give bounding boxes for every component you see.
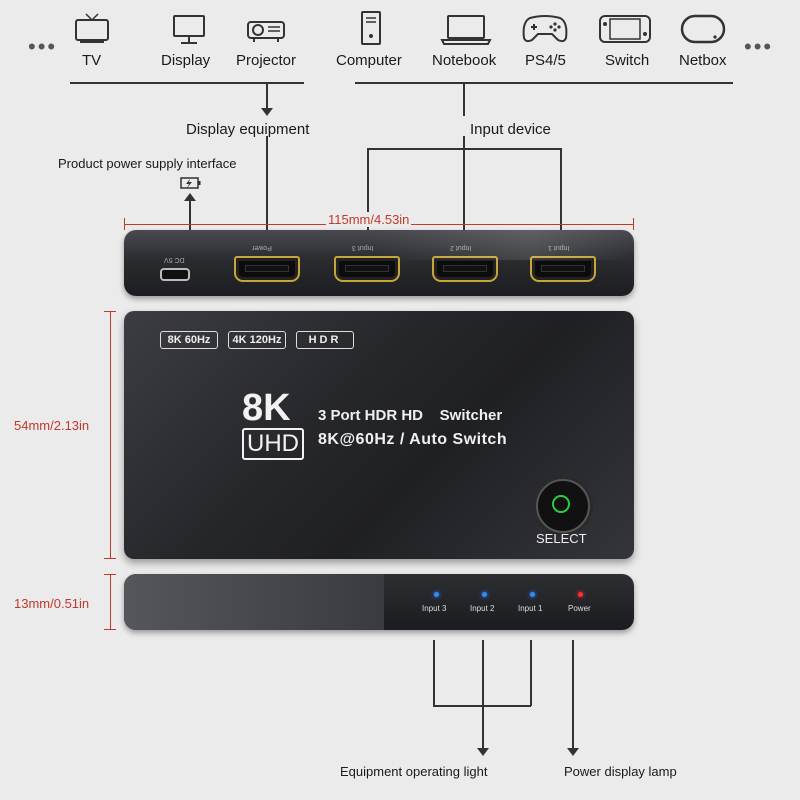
led-label-input3: Input 3 bbox=[422, 604, 447, 613]
battery-charging-icon bbox=[180, 177, 201, 189]
tv-icon bbox=[75, 13, 109, 43]
led-power bbox=[578, 592, 583, 597]
height-dimension-line bbox=[110, 311, 111, 559]
dc-power-port bbox=[160, 268, 190, 281]
led-label-input2: Input 2 bbox=[470, 604, 495, 613]
input-device-label: Input device bbox=[470, 121, 551, 138]
operating-light-bracket-left bbox=[433, 640, 435, 706]
display-equipment-label: Display equipment bbox=[186, 121, 310, 138]
depth-dimension-tick-top bbox=[104, 574, 116, 575]
product-subtitle: 8K@60Hz / Auto Switch bbox=[318, 431, 508, 448]
power-lamp-lead bbox=[572, 640, 574, 750]
display-group-connector bbox=[266, 82, 268, 112]
select-button[interactable] bbox=[536, 479, 590, 533]
handheld-console-icon bbox=[599, 15, 651, 43]
device-label-notebook: Notebook bbox=[432, 52, 497, 69]
badge-8k60: 8K 60Hz bbox=[160, 331, 218, 349]
arrow-down-icon bbox=[477, 748, 489, 756]
decorative-dots-left: ••• bbox=[28, 34, 58, 59]
power-lamp-label: Power display lamp bbox=[564, 764, 677, 779]
hdmi-port-input3 bbox=[334, 256, 400, 282]
device-label-computer: Computer bbox=[336, 52, 402, 69]
computer-tower-icon bbox=[361, 11, 381, 45]
operating-light-bracket-right bbox=[530, 640, 532, 706]
select-label: SELECT bbox=[536, 531, 587, 546]
device-label-tv: TV bbox=[82, 52, 102, 69]
led-input3 bbox=[434, 592, 439, 597]
projector-icon bbox=[247, 21, 285, 42]
device-label-netbox: Netbox bbox=[679, 52, 727, 69]
netbox-icon bbox=[680, 14, 726, 44]
side-panel: Input 3 Input 2 Input 1 Power bbox=[124, 574, 634, 630]
led-input1 bbox=[530, 592, 535, 597]
hdmi-port-input2 bbox=[432, 256, 498, 282]
arrow-down-icon bbox=[261, 108, 273, 116]
device-label-switch: Switch bbox=[605, 52, 650, 69]
depth-dimension-line bbox=[110, 574, 111, 630]
display-group-bracket bbox=[70, 82, 304, 84]
power-interface-label: Product power supply interface bbox=[58, 156, 237, 171]
gamepad-icon bbox=[522, 15, 568, 43]
input-group-connector bbox=[463, 82, 465, 116]
product-title: 3 Port HDR HD Switcher bbox=[318, 407, 503, 424]
height-dimension-label: 54mm/2.13in bbox=[12, 418, 92, 433]
input1-lead bbox=[560, 148, 562, 246]
badge-4k120: 4K 120Hz bbox=[228, 331, 286, 349]
dc-port-label: DC 5V bbox=[164, 256, 185, 263]
input2-lead bbox=[463, 148, 465, 246]
width-dimension-tick-left bbox=[124, 218, 125, 230]
input-group-bracket bbox=[355, 82, 733, 84]
hdmi-port-power bbox=[234, 256, 300, 282]
device-label-display: Display bbox=[161, 52, 211, 69]
logo-8k: 8K bbox=[242, 387, 291, 429]
decorative-dots-right: ••• bbox=[744, 34, 774, 59]
arrow-down-icon bbox=[567, 748, 579, 756]
input-device-connector bbox=[463, 136, 465, 148]
height-dimension-tick-bottom bbox=[104, 558, 116, 559]
hdmi-port-input1 bbox=[530, 256, 596, 282]
led-label-power: Power bbox=[568, 604, 591, 613]
depth-dimension-tick-bottom bbox=[104, 629, 116, 630]
width-dimension-tick-right bbox=[633, 218, 634, 230]
width-dimension-label: 115mm/4.53in bbox=[326, 212, 412, 227]
depth-dimension-label: 13mm/0.51in bbox=[12, 596, 92, 611]
operating-light-label: Equipment operating light bbox=[340, 764, 488, 779]
device-label-ps45: PS4/5 bbox=[525, 52, 566, 69]
port-label-input2: Input 2 bbox=[450, 244, 472, 251]
back-panel: DC 5V Power Input 3 Input 2 Input 1 bbox=[124, 230, 634, 296]
port-label-power: Power bbox=[252, 244, 272, 251]
port-label-input1: Input 1 bbox=[548, 244, 570, 251]
port-label-input3: Input 3 bbox=[352, 244, 374, 251]
input3-lead bbox=[367, 148, 369, 246]
height-dimension-tick-top bbox=[104, 311, 116, 312]
led-label-input1: Input 1 bbox=[518, 604, 543, 613]
logo-uhd: UHD bbox=[242, 428, 304, 460]
laptop-icon bbox=[440, 15, 492, 45]
device-label-projector: Projector bbox=[236, 52, 297, 69]
badge-hdr: HDR bbox=[296, 331, 354, 349]
display-port-lead bbox=[266, 136, 268, 246]
arrow-up-icon bbox=[184, 193, 196, 201]
led-input2 bbox=[482, 592, 487, 597]
front-panel: 8K 60Hz 4K 120Hz HDR 8K UHD 3 Port HDR H… bbox=[124, 311, 634, 559]
monitor-icon bbox=[173, 15, 205, 44]
operating-light-center-lead bbox=[482, 640, 484, 750]
